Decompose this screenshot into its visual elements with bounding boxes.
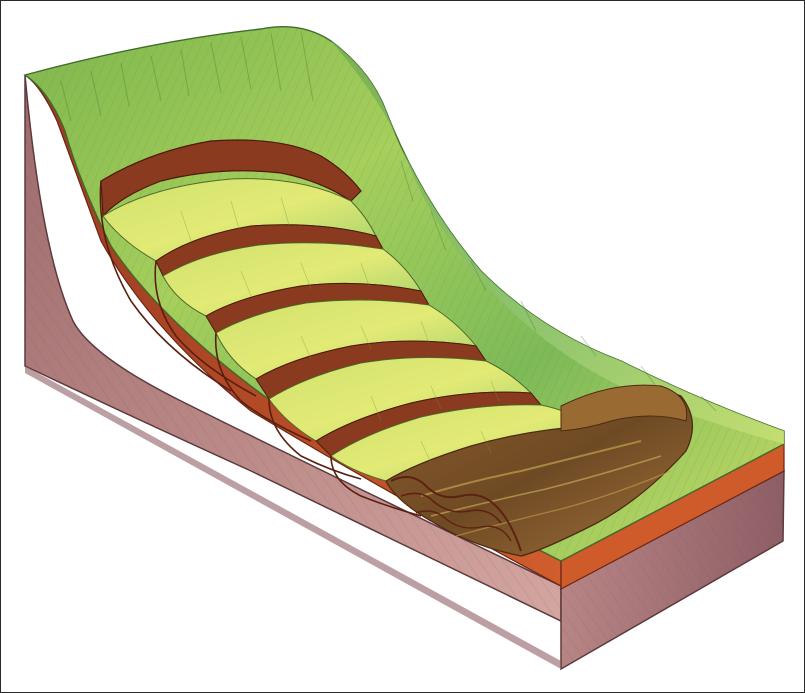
figure-frame (0, 0, 805, 693)
slump-diagram (1, 1, 804, 692)
